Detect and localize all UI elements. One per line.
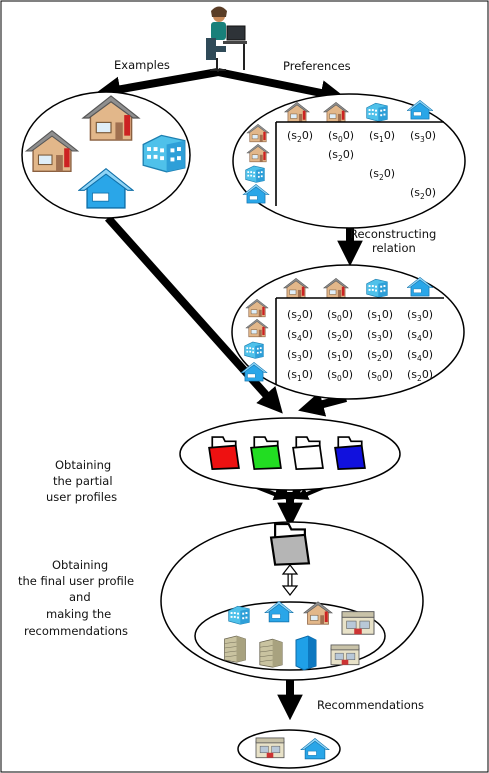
matrix-cell: (s30) <box>407 308 433 323</box>
folder-icon <box>208 436 240 471</box>
matrix-cell: (s20) <box>328 148 354 163</box>
matrix-cell: (s10) <box>327 348 353 363</box>
preferences-ellipse: (s20) (s00) (s10) (s30) (s20) (s20) (s20) <box>232 93 466 229</box>
office-building-icon <box>330 644 360 666</box>
arrow-matrix-to-profiles <box>298 391 348 417</box>
folder-icon <box>250 436 282 471</box>
recommendations-label: Recommendations <box>317 698 424 712</box>
matrix-cell: (s20) <box>327 328 353 343</box>
blue-house-icon <box>407 99 433 120</box>
reconstructed-relation-ellipse: (s20) (s00) (s10) (s30) (s40) (s20) (s30) (s40)… <box>231 264 465 400</box>
matrix-cell: (s30) <box>367 328 393 343</box>
examples-label: Examples <box>114 58 170 72</box>
apartment-building-icon <box>366 102 388 122</box>
matrix-cell: (s40) <box>407 348 433 363</box>
matrix-cell: (s00) <box>327 368 353 383</box>
final-profile-ellipse <box>160 521 424 681</box>
matrix-cell: (s20) <box>410 186 436 201</box>
gray-folder-icon <box>269 522 311 566</box>
matrix-cell: (s00) <box>367 368 393 383</box>
blue-tower-icon <box>295 635 317 671</box>
final-label-line-4: making the <box>46 607 111 621</box>
matrix-cell: (s00) <box>328 129 354 144</box>
reconstructing-label: Reconstructing <box>350 227 436 241</box>
matrix-cell: (s10) <box>367 308 393 323</box>
final-label-line-2: the final user profile <box>18 574 134 588</box>
matrix-cell: (s10) <box>287 368 313 383</box>
preferences-label: Preferences <box>283 59 351 73</box>
matrix-cell: (s10) <box>369 129 395 144</box>
relation-label: relation <box>372 241 416 255</box>
arrow-user-to-examples <box>94 68 219 102</box>
user-at-computer-icon <box>206 6 247 71</box>
matrix-cell: (s20) <box>407 368 433 383</box>
matrix-cell: (s30) <box>287 348 313 363</box>
partial-label-line-2: the partial <box>53 474 113 488</box>
final-label-line-5: recommendations <box>24 624 128 638</box>
reconstructed-matrix: (s20) (s00) (s10) (s30) (s40) (s20) (s30) (s40)… <box>287 308 433 383</box>
office-building-icon <box>341 611 375 635</box>
matrix-cell: (s20) <box>367 348 393 363</box>
matrix-cell: (s30) <box>410 129 436 144</box>
recommendation-result-ellipse <box>237 729 341 769</box>
examples-ellipse <box>21 91 191 219</box>
arrow-user-to-preferences <box>217 68 347 106</box>
apartment-building-icon <box>245 165 265 183</box>
partial-label-line-1: Obtaining <box>55 458 111 472</box>
partial-label-line-3: user profiles <box>46 490 117 504</box>
apartment-building-icon <box>142 134 186 173</box>
office-building-icon <box>255 737 285 759</box>
office-tower-icon <box>224 635 246 663</box>
matrix-cell: (s00) <box>327 308 353 323</box>
partial-profiles-ellipse <box>179 417 401 491</box>
matrix-cell: (s20) <box>287 308 313 323</box>
bidirectional-arrow <box>281 564 299 596</box>
matrix-cell: (s40) <box>287 328 313 343</box>
apartment-building-icon <box>228 605 250 625</box>
final-label-line-3: and <box>69 590 91 604</box>
apartment-building-icon <box>244 341 264 359</box>
folder-icon <box>292 436 324 471</box>
apartment-building-icon <box>366 278 388 298</box>
matrix-cell: (s40) <box>407 328 433 343</box>
folder-icon <box>334 436 366 471</box>
final-label-line-1: Obtaining <box>52 558 108 572</box>
matrix-cell: (s20) <box>369 167 395 182</box>
preferences-matrix: (s20) (s00) (s10) (s30) (s20) (s20) (s20) <box>287 129 436 201</box>
matrix-cell: (s20) <box>287 129 313 144</box>
office-tower-icon <box>259 638 283 668</box>
